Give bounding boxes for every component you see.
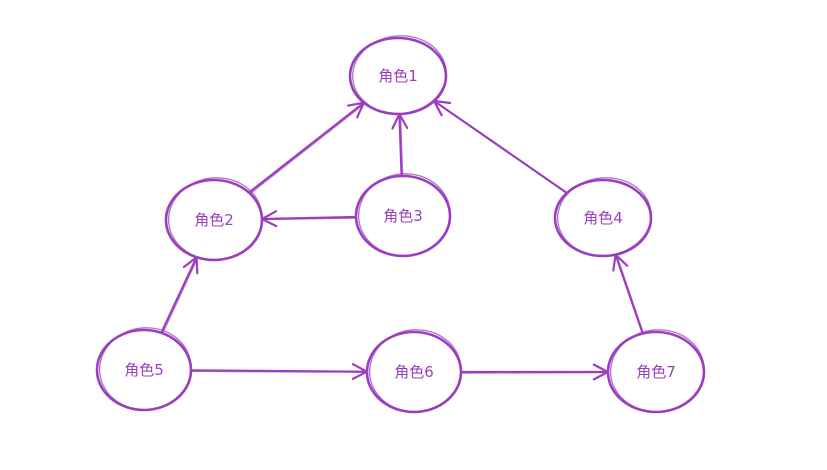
edge-line-sketch — [262, 217, 358, 221]
node-circle-sketch — [556, 177, 652, 257]
edge-line — [398, 112, 403, 178]
node-circle-sketch — [609, 329, 705, 413]
edge-n5-to-n6 — [189, 363, 369, 380]
node-n2[interactable]: 角色2 — [164, 173, 267, 264]
edge-n4-to-n1 — [433, 99, 569, 195]
node-label: 角色1 — [378, 67, 418, 85]
node-n3[interactable]: 角色3 — [354, 169, 455, 260]
node-label: 角色2 — [194, 211, 234, 229]
edge-line — [160, 256, 198, 334]
node-n5[interactable]: 角色5 — [95, 323, 196, 414]
node-label: 角色3 — [383, 207, 423, 225]
edge-n6-to-n7 — [459, 363, 610, 381]
edge-line-sketch — [191, 370, 369, 373]
node-label: 角色7 — [636, 363, 676, 381]
edges-layer — [160, 99, 645, 381]
node-n4[interactable]: 角色4 — [553, 173, 655, 260]
edge-line — [614, 253, 644, 335]
edge-line — [247, 101, 365, 194]
node-circle-sketch — [351, 35, 447, 115]
edge-line-sketch — [249, 102, 366, 195]
node-label: 角色6 — [394, 363, 434, 381]
node-circle-sketch — [167, 177, 263, 261]
node-n7[interactable]: 角色7 — [606, 325, 709, 416]
nodes-layer: 角色1 角色2 角色3 角色4 角色5 角色6 角色7 — [95, 31, 709, 416]
edge-n3-to-n1 — [391, 112, 409, 178]
edge-line — [189, 369, 369, 373]
edge-n5-to-n2 — [160, 256, 199, 335]
edge-n2-to-n1 — [247, 101, 366, 195]
edge-n7-to-n4 — [612, 253, 645, 336]
node-circle-sketch — [98, 327, 192, 411]
edge-line-sketch — [400, 114, 404, 178]
edge-line-sketch — [461, 372, 610, 374]
edge-line — [260, 215, 358, 221]
edge-line-sketch — [161, 257, 199, 335]
node-n1[interactable]: 角色1 — [348, 31, 450, 118]
node-label: 角色4 — [583, 209, 623, 227]
edge-line-sketch — [434, 101, 569, 195]
edge-line-sketch — [616, 254, 645, 336]
node-circle-sketch — [368, 329, 462, 413]
node-circle-sketch — [357, 173, 451, 257]
node-n6[interactable]: 角色6 — [365, 325, 466, 416]
node-label: 角色5 — [124, 361, 164, 379]
edge-n3-to-n2 — [260, 210, 358, 228]
